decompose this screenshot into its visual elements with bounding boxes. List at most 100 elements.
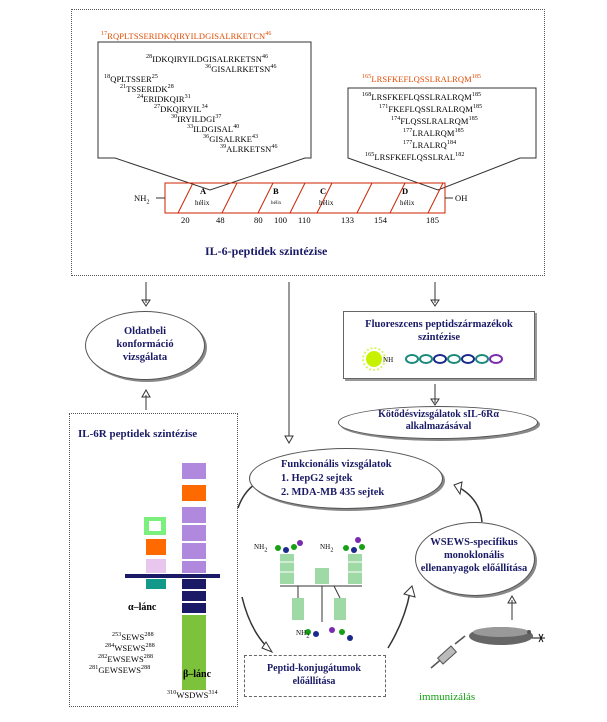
beta-domain (182, 561, 206, 573)
alpha-chain-label: α–lánc (128, 602, 157, 613)
conjugate-lower-block (334, 598, 346, 620)
il6r-panel (69, 413, 238, 707)
seq-left-4: 21TSSERIDK28 (120, 83, 174, 94)
seq-left-1: 28IDKQIRYILDGISALRKETSN46 (146, 53, 269, 64)
seq-left-7: 30IRYILDGI37 (171, 113, 222, 124)
helix-slash (289, 182, 306, 214)
seq-left-6: 27DKQIRYIL34 (154, 103, 208, 114)
pos-100: 100 (274, 215, 288, 225)
arrow-to-fluor-head (430, 299, 440, 307)
conjugate-branch-left (275, 540, 303, 584)
seq-right-0: 165LRSFKEFLQSSLRALRQM185 (362, 73, 482, 84)
conj-nh2-3: NH2 (296, 629, 310, 640)
residue (329, 627, 335, 633)
residue (347, 635, 353, 641)
wsews-label: WSEWS-specifikus monoklonális ellenanyag… (420, 537, 528, 574)
pos-80: 80 (254, 215, 263, 225)
helix-slash (356, 182, 373, 214)
alpha-domain-core (149, 521, 161, 531)
left-funnel-arrow (97, 41, 312, 191)
helix-c-label: hélix (319, 199, 334, 207)
conjugate-center (315, 568, 329, 584)
mouse-icon (469, 627, 545, 645)
helix-d-letter: D (402, 186, 409, 196)
seq-right-2: 171FKEFLQSSLRALRQM185 (379, 103, 483, 114)
seq-left-0: 17RQPLTSSERIDKQIRYILDGISALRKETCN46 (101, 30, 272, 41)
fluor-nh-label: NH (383, 356, 394, 364)
alpha-seq-3: 281GEWSEWS288 (89, 664, 151, 675)
beta-seq: 310WSDWS314 (167, 689, 218, 700)
arrow-to-kotodes-head (430, 398, 440, 406)
bead-peptide (489, 354, 503, 364)
pos-48: 48 (216, 215, 225, 225)
helix-slash (316, 182, 333, 214)
seq-right-4: 177LRALRQM185 (403, 127, 464, 138)
beta-tm-segment (182, 603, 206, 613)
arrow-wsews-to-funk (459, 487, 483, 523)
helix-slash (257, 182, 274, 214)
pos-154: 154 (374, 215, 388, 225)
pos-133: 133 (341, 215, 355, 225)
il6r-title: IL-6R peptidek szintézise (78, 428, 198, 440)
seq-left-9: 36GISALRKE43 (203, 133, 259, 144)
fluorophore-icon (362, 347, 386, 371)
residue (313, 631, 319, 637)
seq-left-2: 36GISALRKETSN46 (205, 63, 277, 74)
residue (305, 629, 311, 635)
right-funnel-arrow (347, 87, 537, 191)
pos-20: 20 (181, 215, 190, 225)
seq-left-5: 24ERIDKQIR31 (137, 93, 191, 104)
kotodes-node (338, 406, 538, 439)
seq-left-8: 33ILDGISAL40 (187, 123, 240, 134)
bead-peptide (405, 354, 419, 364)
alpha-domain (146, 559, 166, 573)
conj-nh2-2: NH2 (320, 543, 334, 554)
fluoreszcens-box (343, 311, 535, 379)
wsews-node (415, 522, 535, 596)
helix-d-label: hélix (400, 199, 415, 207)
kotodes-label: Kötődésvizsgálatok sIL-6Rα alkalmazásáva… (378, 409, 499, 432)
helix-slash (389, 182, 406, 214)
oldatbeli-label: Oldatbeli konformáció vizsgálata (116, 326, 174, 363)
helix-c-letter: C (320, 186, 327, 196)
conjugate-lower-block (292, 598, 304, 620)
oldatbeli-node (85, 311, 205, 380)
seq-right-6: 165LRSFKEFLQSSLRAL182 (365, 151, 465, 162)
helix-b-letter: B (273, 186, 279, 196)
il6-title: IL-6-peptidek szintézise (205, 244, 328, 258)
beta-chain-label: β–lánc (183, 669, 212, 680)
syringe-icon (430, 635, 466, 669)
nh2-label: NH2 (134, 193, 150, 206)
beta-cytoplasmic (182, 615, 206, 690)
bead-peptide (433, 354, 447, 364)
konjugatum-label: Peptid-konjugátumok előállítása (267, 663, 361, 687)
funkcionalis-item-2: 2. MDA-MB 435 sejtek (281, 487, 385, 498)
alpha-seq-1: 284WSEWS288 (105, 642, 155, 653)
seq-right-1: 168LRSFKEFLQSSLRALRQM185 (362, 91, 482, 102)
alpha-tm (146, 579, 166, 589)
beta-tm-segment (182, 591, 206, 601)
conj-nh2-1: NH2 (254, 543, 268, 554)
conjugate-branch-right (343, 537, 365, 584)
beta-domain (182, 485, 206, 501)
seq-right-3: 174FLQSSLRALRQM185 (391, 115, 478, 126)
helix-b-label: hélix (271, 201, 282, 206)
alpha-seq-2: 282EWSEWS288 (98, 653, 154, 664)
alpha-domain (146, 539, 166, 555)
helix-a-label: hélix (195, 199, 210, 207)
bead-peptide (461, 354, 475, 364)
arrow-konj-to-wsews-head (403, 585, 416, 598)
arrow-to-funkcionalis-head (284, 435, 294, 445)
seq-left-3: 18QPLTSSER25 (104, 73, 158, 84)
bead-peptide (419, 354, 433, 364)
helix-slash (177, 182, 194, 214)
receptor-svg (125, 463, 220, 690)
beta-tm-segment (182, 579, 206, 589)
arrow-wsews-to-funk-head (453, 481, 463, 496)
conjugate-branch (333, 585, 341, 599)
residue (339, 629, 345, 635)
fluorescent-peptide-svg (362, 347, 503, 371)
beta-domain (182, 507, 206, 523)
immunizalas-label: immunizálás (419, 691, 476, 703)
